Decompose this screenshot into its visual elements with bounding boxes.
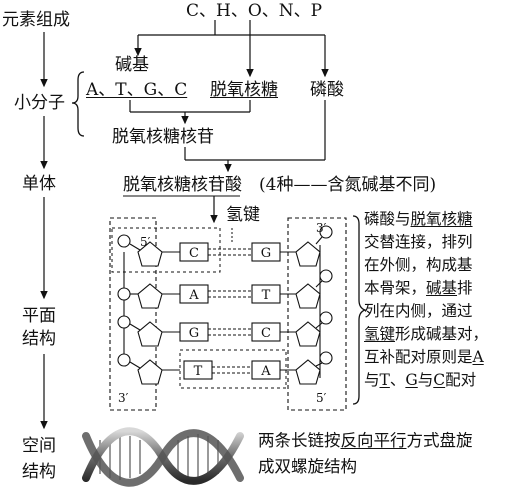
planar-note-line-2: 交替连接，排列 — [364, 233, 473, 251]
deoxyribose-label: 脱氧核糖 — [210, 80, 278, 100]
pair-row-1 — [117, 225, 333, 267]
right-base-2: T — [262, 288, 271, 303]
label-planar-structure-2: 结构 — [22, 329, 56, 349]
right-strand-dashed-box — [287, 217, 347, 411]
planar-note-brace — [352, 215, 368, 405]
top-flow-connectors — [129, 20, 329, 224]
dna-planar-structure: C G A T G C T A 5′ 3′ 3′ 5′ — [109, 217, 347, 411]
left-base-1: C — [189, 246, 199, 261]
right-base-3: C — [261, 326, 271, 341]
spatial-note-line-2: 成双螺旋结构 — [258, 457, 357, 476]
planar-note-line-7: 互补配对原则是A — [364, 348, 484, 366]
left-base-3: G — [189, 326, 199, 341]
label-spatial-structure-1: 空间 — [22, 436, 56, 456]
label-spatial-structure-2: 结构 — [22, 462, 56, 482]
pair-row-3 — [117, 311, 333, 347]
left-strand-3prime: 3′ — [118, 391, 129, 405]
planar-note-line-5: 列在内侧，通过 — [364, 302, 473, 320]
monomer-name: 脱氧核糖核苷酸 — [123, 175, 242, 195]
label-small-molecules: 小分子 — [14, 93, 65, 113]
planar-note-line-4: 本骨架，碱基排 — [364, 279, 473, 297]
pair-row-2 — [117, 269, 333, 309]
left-base-2: A — [188, 288, 199, 303]
planar-note-line-1: 磷酸与脱氧核糖 — [364, 210, 473, 228]
right-base-1: G — [261, 246, 271, 261]
right-base-4: A — [260, 364, 271, 379]
elements-line: C、H、O、N、P — [186, 1, 323, 21]
base-title: 碱基 — [115, 55, 149, 75]
phosphate-label: 磷酸 — [310, 80, 344, 100]
double-helix-icon — [82, 427, 244, 487]
base-list: A、T、G、C — [86, 80, 188, 100]
planar-note-line-3: 在外侧，构成基 — [364, 256, 473, 274]
left-base-4: T — [194, 364, 203, 379]
planar-note-line-6: 氢键形成碱基对， — [364, 325, 489, 343]
right-strand-5prime: 5′ — [316, 391, 327, 405]
pair-row-4 — [117, 351, 333, 385]
planar-note-line-8: 与T、G与C配对 — [364, 371, 477, 389]
left-strand-5prime: 5′ — [140, 235, 151, 249]
label-element-composition: 元素组成 — [2, 10, 70, 30]
right-strand-3prime: 3′ — [316, 221, 327, 235]
label-planar-structure-1: 平面 — [22, 306, 56, 326]
hydrogen-bond-label: 氢键 — [226, 205, 260, 225]
nucleotide-dashed-box-top — [111, 227, 221, 273]
spatial-note: 两条长链按反向平行方式盘旋 成双螺旋结构 — [258, 428, 473, 480]
spatial-note-line-1: 两条长链按反向平行方式盘旋 — [258, 431, 473, 450]
monomer-note: (4种——含氮碱基不同) — [259, 175, 437, 195]
nucleoside-label: 脱氧核糖核苷 — [112, 127, 214, 147]
left-strand-dashed-box — [109, 217, 157, 411]
small-molecule-brace — [71, 71, 85, 137]
planar-note: 磷酸与脱氧核糖 交替连接，排列 在外侧，构成基 本骨架，碱基排 列在内侧，通过 … — [364, 208, 522, 392]
label-monomer: 单体 — [22, 174, 56, 194]
